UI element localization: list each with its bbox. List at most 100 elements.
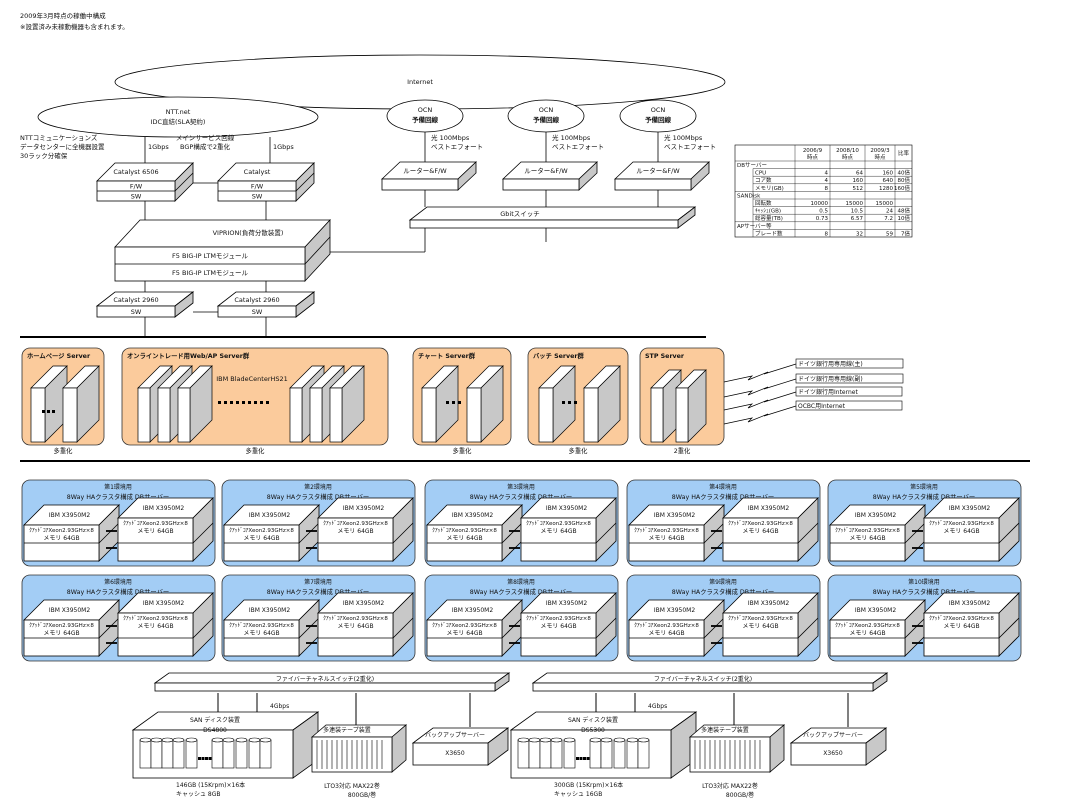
blade-server: [421, 365, 459, 443]
f5-module-2: F5 BIG-IP LTMモジュール: [172, 269, 248, 277]
disk-cylinder-top: [139, 737, 152, 743]
fc-switch-label: ファイバーチャネルスイッチ(2重化): [276, 675, 374, 683]
blade-front: [289, 387, 303, 443]
disk-cylinder-icon: [517, 739, 530, 769]
ellipsis-dot: [576, 757, 579, 760]
server-group-title: STP Server: [645, 353, 685, 360]
db-cluster-subtitle: 8Way HAクラスタ構成 DBサーバー: [470, 587, 572, 596]
db-server-box: [628, 504, 725, 562]
disk-cylinder-icon: [259, 739, 272, 769]
external-line-box: [795, 373, 904, 384]
table-cell: 15000: [876, 201, 894, 207]
db-cluster-title: 第6環境用: [104, 578, 132, 586]
box-divider: [192, 522, 214, 544]
ellipsis-dot: [224, 401, 227, 404]
box-front-face: [722, 612, 799, 657]
ocn-type: ベストエフォート: [552, 143, 604, 151]
table-cell: 7倍: [901, 229, 910, 237]
blade-front: [30, 387, 46, 443]
tape-spec: LTO3対応 MAX22巻: [702, 782, 758, 790]
db-server-memory: メモリ 64GB: [43, 535, 79, 542]
db-server-box: [722, 592, 819, 657]
disk-cylinder-icon: [222, 739, 235, 769]
disk-cylinder-icon: [626, 739, 639, 769]
external-line-label: ドイツ銀行用専用線(主): [798, 360, 863, 368]
table-cell: 7.2: [884, 216, 893, 222]
db-server-memory: メモリ 64GB: [648, 630, 684, 637]
server-group-footer: 多重化: [54, 446, 74, 455]
internet-label: Internet: [407, 78, 433, 86]
zigzag-link-icon: [723, 378, 797, 398]
table-cell: 10000: [811, 201, 829, 207]
table-cell: 24: [886, 209, 893, 215]
san-cache: キャッシュ 16GB: [554, 791, 602, 798]
db-cluster-title: 第3環境用: [507, 483, 535, 491]
ocn-sub-label: 予備回線: [412, 115, 439, 124]
db-server-model: IBM X3950M2: [949, 505, 991, 512]
db-server-box: [829, 599, 926, 657]
db-server-model: IBM X3950M2: [343, 600, 385, 607]
db-cluster-subtitle: 8Way HAクラスタ構成 DBサーバー: [672, 492, 774, 501]
db-server-cpu: ｸｱｯﾄﾞｺｱXeon2.93GHz×8: [229, 622, 294, 629]
network-section: InternetNTT.netIDC直結(SLA契約)NTTコミュニケーションズ…: [20, 54, 726, 337]
db-server-box: [117, 497, 214, 562]
box-front-face: [96, 305, 176, 318]
f5-module-1: F5 BIG-IP LTMモジュール: [172, 252, 248, 260]
db-server-cpu: ｸｱｯﾄﾞｺｱXeon2.93GHz×8: [728, 615, 793, 622]
box-front-face: [502, 178, 580, 191]
db-cluster-subtitle: 8Way HAクラスタ構成 DBサーバー: [67, 492, 169, 501]
db-server-model: IBM X3950M2: [748, 600, 790, 607]
ellipsis-dot: [579, 757, 583, 760]
disk-cylinder-top: [517, 737, 530, 743]
db-server-cpu: ｸｱｯﾄﾞｺｱXeon2.93GHz×8: [526, 615, 591, 622]
disk-cylinder-top: [235, 737, 248, 743]
datacenter-note: 30ラック分確保: [20, 151, 68, 160]
table-cell: 4: [825, 171, 829, 177]
db-server-cpu: ｸｱｯﾄﾞｺｱXeon2.93GHz×8: [432, 622, 497, 629]
db-server-box: [520, 497, 617, 562]
server-group-footer: 2重化: [674, 446, 691, 455]
disk-cylinder-icon: [185, 739, 198, 769]
san-name: SAN ディスク装置: [190, 716, 240, 724]
db-server-memory: メモリ 64GB: [137, 528, 173, 535]
box-divider: [703, 617, 725, 639]
db-server-box: [628, 599, 725, 657]
viprion-label: VIPRION(負荷分散装置): [213, 228, 284, 237]
disk-cylinder-top: [637, 737, 650, 743]
server-group-footer: 多重化: [246, 446, 266, 455]
db-cluster-subtitle: 8Way HAクラスタ構成 DBサーバー: [672, 587, 774, 596]
disk-cylinder-top: [185, 737, 198, 743]
datacenter-note: データセンターに全機器設置: [20, 142, 105, 151]
table-cell: 8: [825, 186, 829, 192]
db-server-cpu: ｸｱｯﾄﾞｺｱXeon2.93GHz×8: [929, 520, 994, 527]
db-server-cpu: ｸｱｯﾄﾞｺｱXeon2.93GHz×8: [29, 622, 94, 629]
blade-front: [157, 387, 171, 443]
ntt-cloud: [37, 96, 319, 138]
backup-server-label: バックアップサーバー: [803, 732, 863, 739]
blade-server: [62, 365, 100, 443]
db-server-model: IBM X3950M2: [654, 607, 696, 614]
disk-cylinder-icon: [613, 739, 626, 769]
core-switch-box: [217, 162, 315, 202]
fc-link-speed: 4Gbps: [648, 703, 667, 710]
table-cell: 15000: [846, 201, 864, 207]
box-divider: [595, 617, 617, 639]
box-front-face: [381, 178, 459, 191]
db-server-memory: メモリ 64GB: [742, 528, 778, 535]
disk-cylinder-top: [259, 737, 272, 743]
table-row-label: コア数: [755, 176, 772, 184]
ellipsis-dot: [242, 401, 245, 404]
table-cell: 1280: [879, 186, 893, 192]
disk-cylinder-top: [539, 737, 552, 743]
db-server-box: [426, 599, 523, 657]
disk-cylinder-icon: [172, 739, 185, 769]
db-server-cpu: ｸｱｯﾄﾞｺｱXeon2.93GHz×8: [123, 520, 188, 527]
main-line-note: BGP構成で2重化: [180, 142, 230, 151]
backup-server-box: [411, 727, 510, 766]
